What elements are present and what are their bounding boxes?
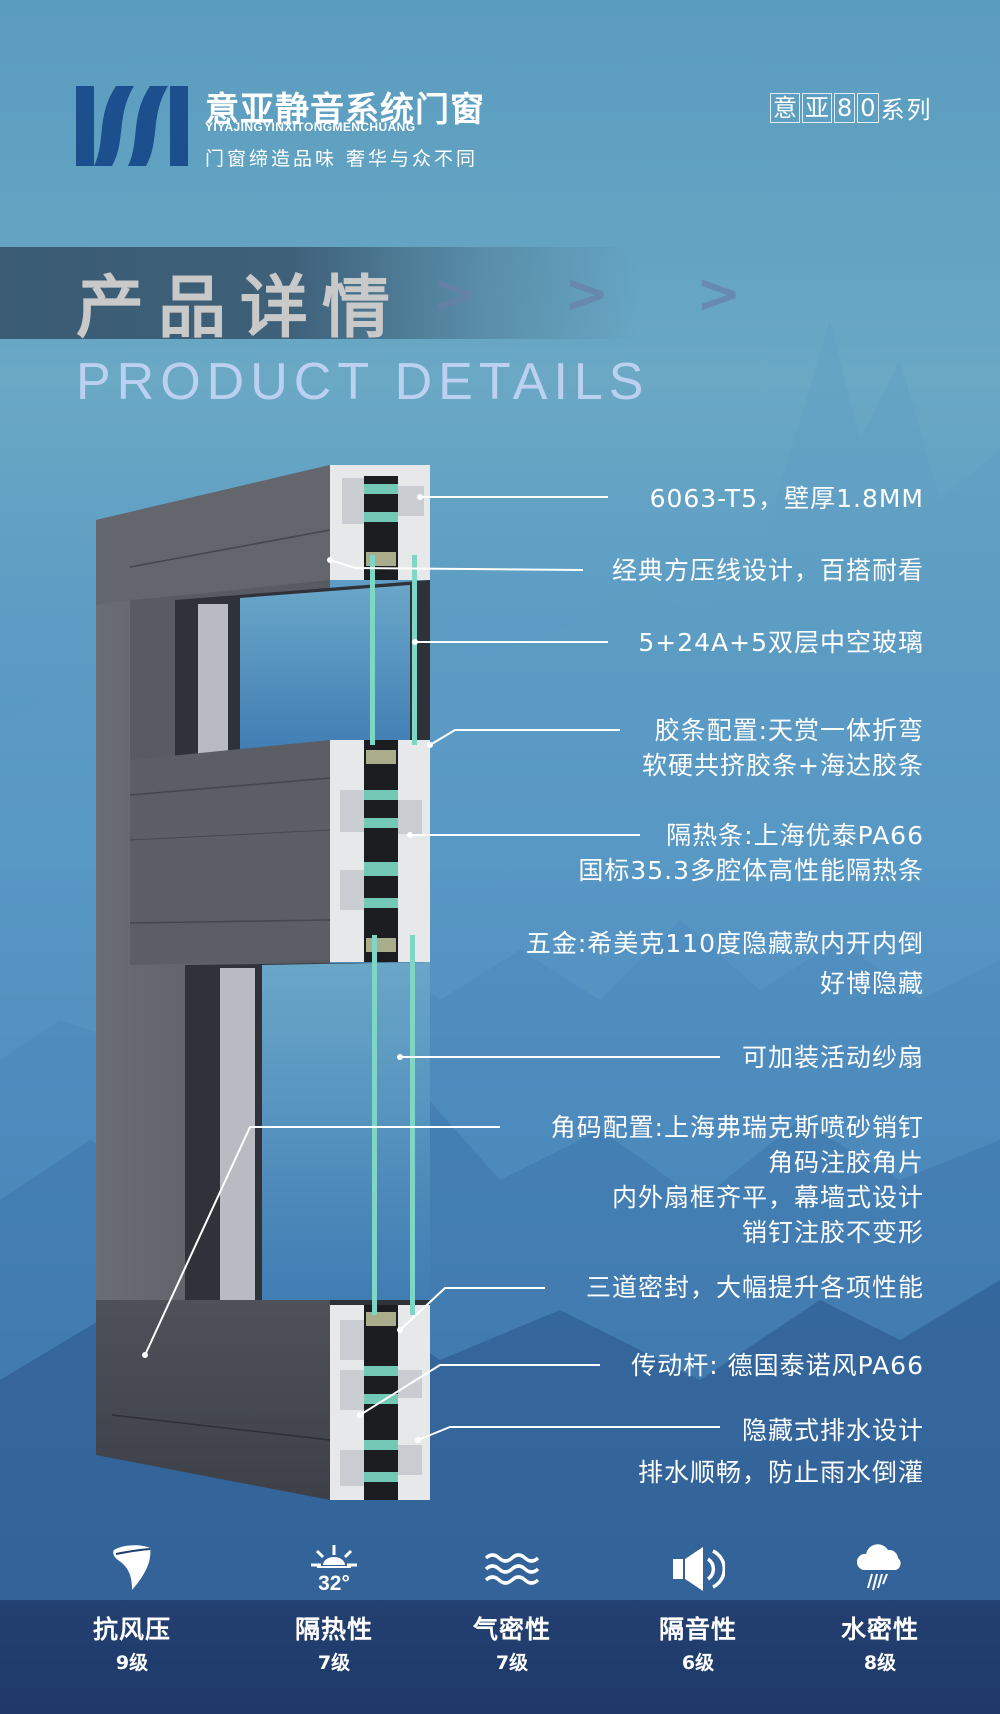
section-title-band <box>0 247 640 339</box>
callout-line: 角码注胶角片 <box>767 1148 924 1177</box>
callout-line: 好博隐藏 <box>819 969 924 998</box>
brand-name: 意亚静音系统门窗 <box>205 91 485 129</box>
series-suffix: 系列 <box>880 96 933 124</box>
callout-corner-joint: 角码配置:上海弗瑞克斯喷砂销钉 角码注胶角片 内外扇框齐平，幕墙式设计 销钉注胶… <box>551 1110 924 1250</box>
callout-line: 隔热条:上海优泰PA66 <box>666 821 924 850</box>
callout-glass: 5+24A+5双层中空玻璃 <box>638 625 924 660</box>
feature-name: 隔音性 <box>658 1615 737 1644</box>
speaker-sound-icon <box>628 1540 768 1598</box>
feature-level: 9级 <box>115 1652 149 1674</box>
section-subtitle: PRODUCT DETAILS <box>76 353 650 411</box>
brand-pinyin: YIYAJINGYINXITONGMENCHUANG <box>205 120 416 134</box>
double-glazing-glass <box>370 555 417 1315</box>
callout-line: 软硬共挤胶条+海达胶条 <box>642 751 924 780</box>
svg-text:32°: 32° <box>318 1572 350 1595</box>
feature-wind-pressure: 抗风压 9级 <box>62 1540 202 1675</box>
callout-thermal-break: 隔热条:上海优泰PA66 国标35.3多腔体高性能隔热条 <box>578 818 924 888</box>
series-label: 意 亚 8 0 系列 <box>770 90 933 125</box>
brand-slogan: 门窗缔造品味 奢华与众不同 <box>205 148 479 170</box>
chevron-arrows-icon: > > > <box>432 262 776 325</box>
callout-hardware: 五金:希美克110度隐藏款内开内倒 好博隐藏 <box>526 924 924 1004</box>
callout-profile-material: 6063-T5，壁厚1.8MM <box>650 481 924 516</box>
callout-drainage: 隐藏式排水设计 排水顺畅，防止雨水倒灌 <box>638 1410 924 1494</box>
callout-gasket: 胶条配置:天赏一体折弯 软硬共挤胶条+海达胶条 <box>642 713 924 783</box>
callout-triple-seal: 三道密封，大幅提升各项性能 <box>586 1270 924 1305</box>
callout-line: 经典方压线设计，百搭耐看 <box>611 556 924 585</box>
callout-line: 传动杆: 德国泰诺风PA66 <box>631 1351 924 1380</box>
feature-water-tightness: 水密性 8级 <box>810 1540 950 1675</box>
series-char: 亚 <box>802 92 832 123</box>
feature-level: 6级 <box>681 1652 715 1674</box>
yh-monogram-logo <box>76 86 188 166</box>
callout-line: 隐藏式排水设计 <box>741 1416 924 1445</box>
series-char: 0 <box>857 92 879 123</box>
callout-pressline-design: 经典方压线设计，百搭耐看 <box>612 553 924 588</box>
callout-drive-rod: 传动杆: 德国泰诺风PA66 <box>631 1348 924 1383</box>
feature-air-tightness: 气密性 7级 <box>442 1540 582 1675</box>
feature-sound-insulation: 隔音性 6级 <box>628 1540 768 1675</box>
callout-line: 角码配置:上海弗瑞克斯喷砂销钉 <box>550 1113 924 1142</box>
callout-line: 5+24A+5双层中空玻璃 <box>638 628 924 657</box>
feature-name: 水密性 <box>840 1615 919 1644</box>
feature-name: 隔热性 <box>294 1615 373 1644</box>
feature-thermal-insulation: 32° 隔热性 7级 <box>264 1540 404 1675</box>
rain-cloud-icon <box>810 1540 950 1598</box>
air-waves-icon <box>442 1540 582 1598</box>
series-char: 8 <box>834 92 856 123</box>
feature-name: 气密性 <box>472 1615 551 1644</box>
callout-line: 6063-T5，壁厚1.8MM <box>649 484 924 513</box>
feature-level: 7级 <box>495 1652 529 1674</box>
callout-line: 内外扇框齐平，幕墙式设计 <box>611 1183 924 1212</box>
callout-leader-lines <box>144 496 720 1441</box>
callout-line: 国标35.3多腔体高性能隔热条 <box>578 856 924 885</box>
callout-dots <box>142 494 433 1443</box>
callout-screen-sash: 可加装活动纱扇 <box>742 1040 924 1075</box>
feature-level: 8级 <box>863 1652 897 1674</box>
feature-name: 抗风压 <box>92 1615 171 1644</box>
callout-line: 排水顺畅，防止雨水倒灌 <box>637 1458 924 1487</box>
series-char: 意 <box>770 92 800 123</box>
callout-line: 胶条配置:天赏一体折弯 <box>654 716 924 745</box>
section-title: 产品详情 <box>76 270 405 346</box>
callout-line: 销钉注胶不变形 <box>741 1218 924 1247</box>
wind-tornado-icon <box>62 1540 202 1598</box>
sun-temperature-icon: 32° <box>264 1540 404 1598</box>
callout-line: 五金:希美克110度隐藏款内开内倒 <box>525 929 924 958</box>
callout-line: 三道密封，大幅提升各项性能 <box>585 1273 924 1302</box>
callout-line: 可加装活动纱扇 <box>741 1043 924 1072</box>
frame-body <box>96 465 430 1500</box>
performance-features: 抗风压 9级 32° 隔热性 7级 <box>0 1540 1000 1680</box>
feature-level: 7级 <box>317 1652 351 1674</box>
